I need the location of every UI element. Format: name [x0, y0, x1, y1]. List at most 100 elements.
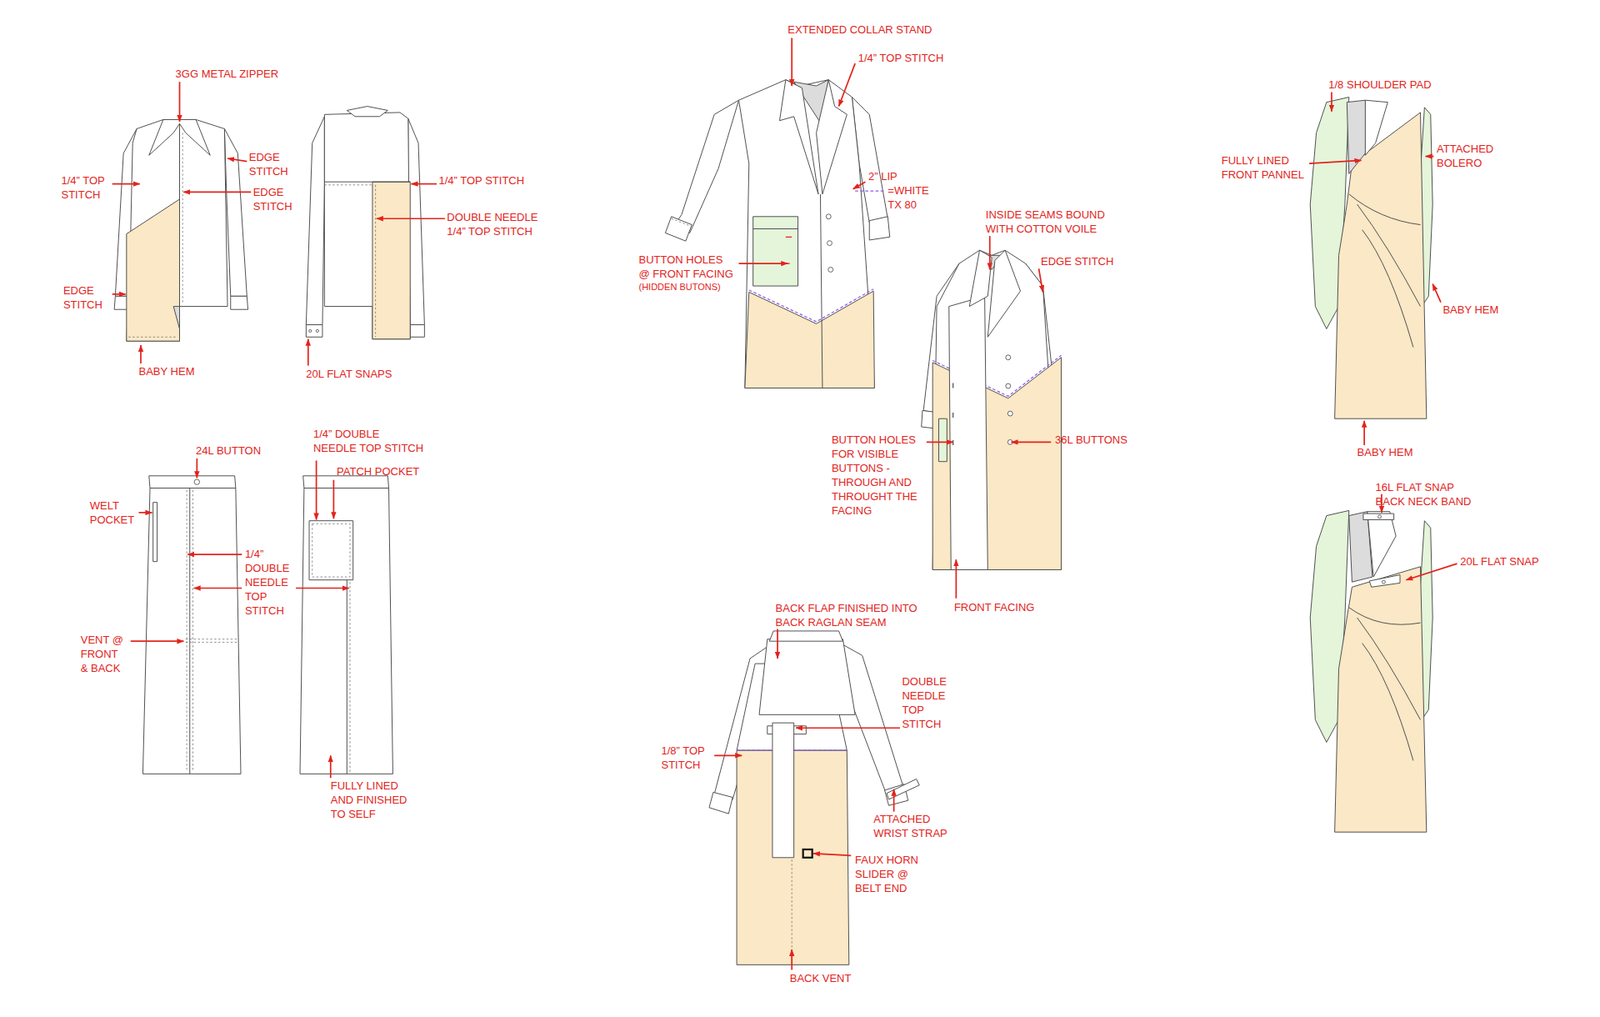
leader-arrow — [139, 511, 153, 514]
callout-label: BACK VENT — [790, 970, 852, 985]
coat-front-open — [921, 250, 1062, 570]
coat-front — [828, 267, 834, 273]
trench-back — [709, 630, 920, 965]
leader-arrow — [989, 235, 991, 270]
leader-arrow — [955, 559, 957, 599]
callout-label: WELT POCKET — [90, 498, 142, 527]
leader-arrow — [795, 726, 900, 729]
callout-label: 1/4” DOUBLE NEEDLE TOP STITCH — [313, 426, 425, 455]
shirt-front — [126, 199, 180, 341]
leader-arrow — [853, 181, 866, 190]
leader-arrow — [307, 339, 310, 366]
dress-back — [1378, 515, 1382, 519]
shirt-back — [324, 184, 371, 185]
leader-arrow — [140, 345, 142, 364]
shirt-back — [315, 329, 319, 332]
callout-label: 20L FLAT SNAP — [1460, 554, 1539, 569]
coat-front-open — [987, 250, 1020, 337]
dress-back — [1335, 566, 1427, 832]
callout-label: FULLY LINED AND FINISHED TO SELF — [330, 778, 415, 821]
skirt-back — [309, 520, 354, 580]
skirt-front — [185, 638, 237, 640]
callout-label: 1/8 SHOULDER PAD — [1328, 77, 1431, 92]
coat-front-open — [939, 418, 948, 461]
coat-front — [825, 214, 831, 220]
skirt-front — [142, 475, 241, 775]
coat-front-open — [1005, 355, 1011, 360]
shirt-back — [305, 106, 425, 340]
callout-label: VENT @ FRONT & BACK — [80, 632, 128, 675]
coat-front — [780, 80, 820, 195]
coat-front — [753, 228, 799, 230]
leader-arrow — [1405, 563, 1457, 580]
callout-label: PATCH POCKET — [336, 464, 420, 479]
leader-arrow — [333, 480, 335, 520]
shirt-back — [375, 185, 376, 337]
callout-label: (HIDDEN BUTONS) — [639, 280, 721, 295]
leader-arrow — [926, 441, 954, 444]
leader-arrow — [194, 587, 243, 590]
callout-label: 3GG METAL ZIPPER — [175, 66, 280, 81]
leader-arrow — [410, 183, 437, 185]
dress-back — [1369, 575, 1400, 588]
leader-arrow — [813, 853, 851, 855]
coat-front-open — [969, 250, 992, 306]
leader-arrow — [295, 587, 350, 590]
coat-front-open — [952, 382, 954, 445]
shirt-front — [179, 123, 180, 306]
shirt-back — [324, 181, 410, 183]
skirt-front — [185, 641, 237, 643]
leader-arrow — [1010, 441, 1051, 444]
dress-back — [1381, 580, 1385, 584]
shirt-back — [408, 118, 425, 325]
callout-label: BABY HEM — [1357, 445, 1414, 460]
leader-arrow — [739, 262, 789, 265]
shirt-front — [126, 119, 228, 341]
skirt-front — [186, 490, 188, 772]
callout-label: INSIDE SEAMS BOUND WITH COTTON VOILE — [985, 207, 1111, 236]
dress-back — [1367, 511, 1396, 577]
shirt-back — [324, 112, 410, 340]
dress-front — [1349, 194, 1421, 348]
trench-back — [803, 849, 813, 858]
skirt-front — [142, 488, 241, 775]
key-line — [855, 190, 884, 192]
shirt-front — [128, 336, 178, 338]
trench-back — [886, 778, 920, 799]
shirt-back — [346, 106, 388, 117]
leader-arrow — [195, 458, 198, 478]
coat-front — [671, 218, 690, 226]
dress-back — [1363, 513, 1395, 520]
dress-front — [1365, 100, 1388, 155]
leader-arrow — [714, 754, 742, 756]
shirt-front — [114, 119, 248, 341]
leader-arrow — [183, 191, 251, 194]
trench-back — [769, 630, 843, 641]
leader-arrow — [112, 293, 126, 295]
leader-arrow — [790, 38, 793, 87]
callout-label: ATTACHED WRIST STRAP — [873, 811, 953, 840]
callout-label: BUTTON HOLES FOR VISIBLE BUTTONS - THROU… — [831, 432, 924, 518]
skirt-back — [300, 488, 393, 775]
coat-front-open — [1005, 383, 1011, 389]
callout-label: 1/4” TOP STITCH — [60, 173, 120, 202]
leader-arrow — [187, 553, 242, 555]
shirt-back — [309, 329, 312, 332]
trench-back — [709, 791, 733, 814]
coat-front — [783, 236, 792, 264]
leader-arrow — [130, 640, 185, 642]
callout-label: 20L FLAT SNAPS — [305, 366, 392, 381]
skirt-front — [192, 490, 194, 772]
leader-arrow — [330, 755, 332, 778]
callout-label: 2” LIP — [868, 169, 898, 184]
leader-arrow — [112, 183, 140, 185]
callout-label: =WHITE TX 80 — [887, 183, 936, 212]
skirt-front — [153, 502, 158, 562]
dress-front — [1310, 97, 1433, 420]
shirt-front — [224, 128, 247, 296]
leader-arrow — [1432, 284, 1441, 303]
dress-back — [1310, 510, 1433, 832]
